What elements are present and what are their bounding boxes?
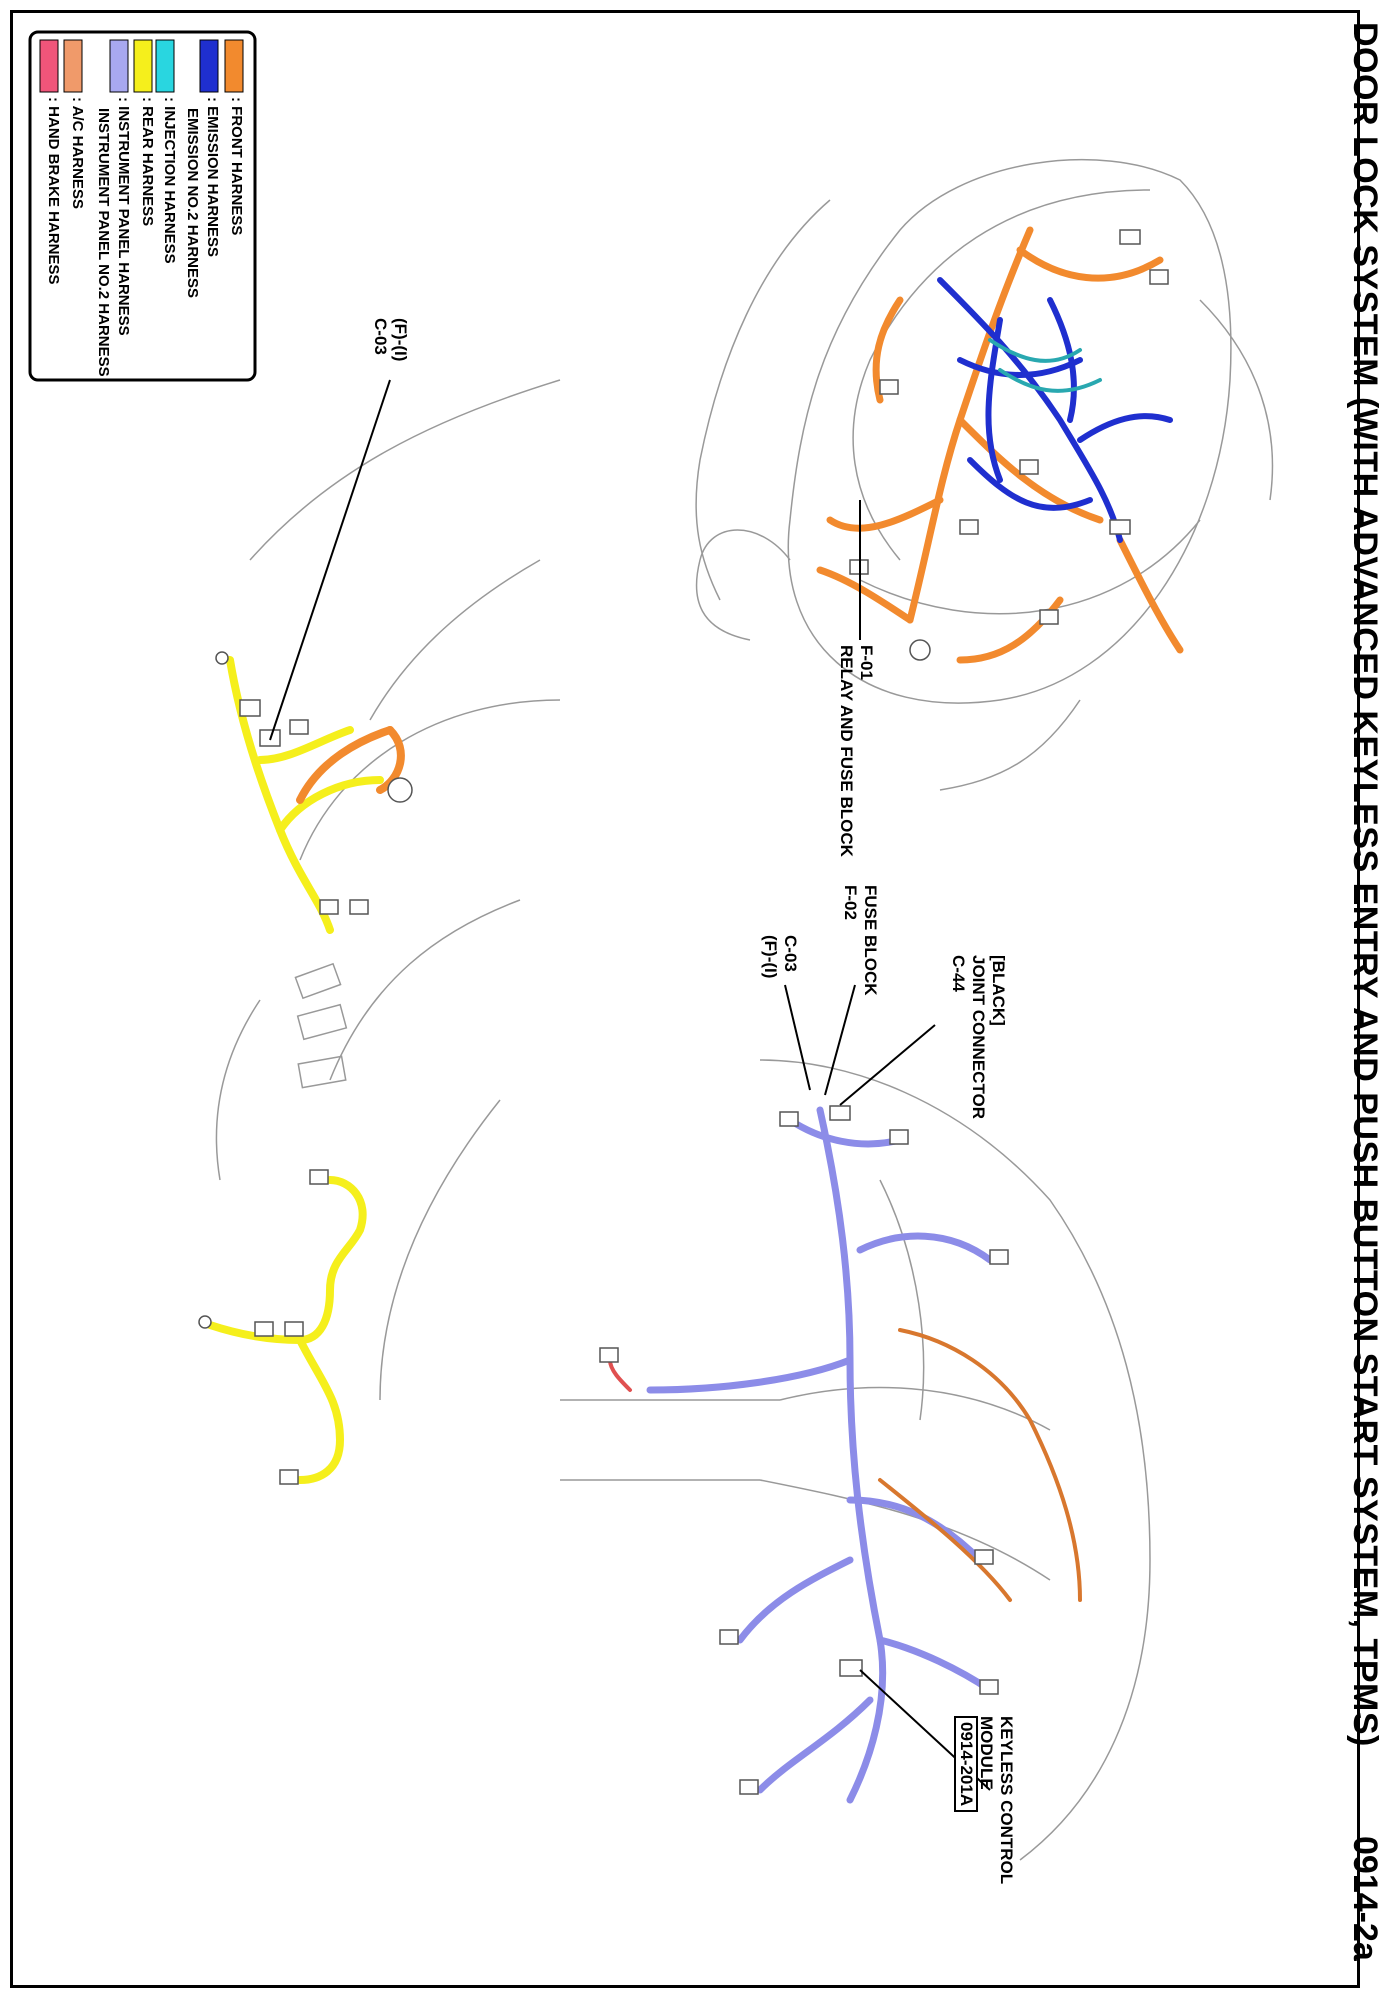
cabin-connectors [215,651,413,915]
f02-name-label: FUSE BLOCK [861,885,880,996]
legend-label-injection-harness: : INJECTION HARNESS [161,97,178,264]
legend-label-rear-harness: : REAR HARNESS [139,97,156,227]
legend-label-emission-harness: : EMISSION HARNESS [204,97,221,258]
c44-name-label: JOINT CONNECTOR [969,955,988,1120]
legend-swatch [109,39,129,93]
c03-left-leader-line [269,379,391,741]
rear-harness-connectors [198,1169,329,1485]
instrument-panel-harness [646,1106,994,1804]
engine-compartment-outline [695,158,1274,791]
kcm-ref-box: 0914-201A [954,1716,978,1813]
kcm-name-line2: MODULE [977,1716,996,1790]
c03-left-grid-label: (F)-(I) [391,318,410,362]
engine-bay-connectors [849,229,1169,661]
legend-label-emission-no2-harness: EMISSION NO.2 HARNESS [184,108,201,299]
legend-label-front-harness: : FRONT HARNESS [228,97,245,236]
hand-brake-harness [608,1358,632,1392]
c03-right-grid-label: (F)-(I) [761,935,780,979]
legend-swatch [63,39,83,93]
c03-left-code-label: C-03 [371,318,390,355]
c03-right-leader-line [784,984,811,1091]
rear-harness-rear [206,1176,367,1484]
c44-code-label: C-44 [949,955,968,992]
instrument-panel-outline [560,1059,1151,1861]
legend-swatch [199,39,219,93]
legend-box [28,30,257,382]
legend-label-ac-harness: : A/C HARNESS [69,97,86,209]
legend-swatch [39,39,59,93]
instrument-panel-connectors [599,1105,1009,1795]
kcm-name-line1: KEYLESS CONTROL [997,1716,1016,1885]
f02-leader-line [824,984,856,1096]
page-frame [10,10,1360,1988]
ac-harness-panel [878,1328,1082,1602]
f01-code-label: F-01 [857,645,876,680]
legend-label-instrument-panel-no2-harness: INSTRUMENT PANEL NO.2 HARNESS [95,108,112,377]
f02-code-label: F-02 [841,885,860,920]
emission-harness-engine-bay [937,277,1173,543]
legend-label-instrument-panel-harness: : INSTRUMENT PANEL HARNESS [115,97,132,336]
c44-color-label: [BLACK] [989,955,1008,1026]
f01-name-label: RELAY AND FUSE BLOCK [837,645,856,857]
c03-right-code-label: C-03 [781,935,800,972]
legend-label-hand-brake-harness: : HAND BRAKE HARNESS [45,97,62,285]
legend-swatches [39,39,244,93]
c44-leader-line [839,1024,936,1106]
cabin-outline [215,379,561,1401]
injection-harness-engine-bay [988,338,1102,393]
front-harness-cabin [296,726,405,804]
legend-swatch [155,39,175,93]
front-harness-engine-bay [816,226,1184,664]
legend-swatch [133,39,153,93]
legend-swatch [224,39,244,93]
